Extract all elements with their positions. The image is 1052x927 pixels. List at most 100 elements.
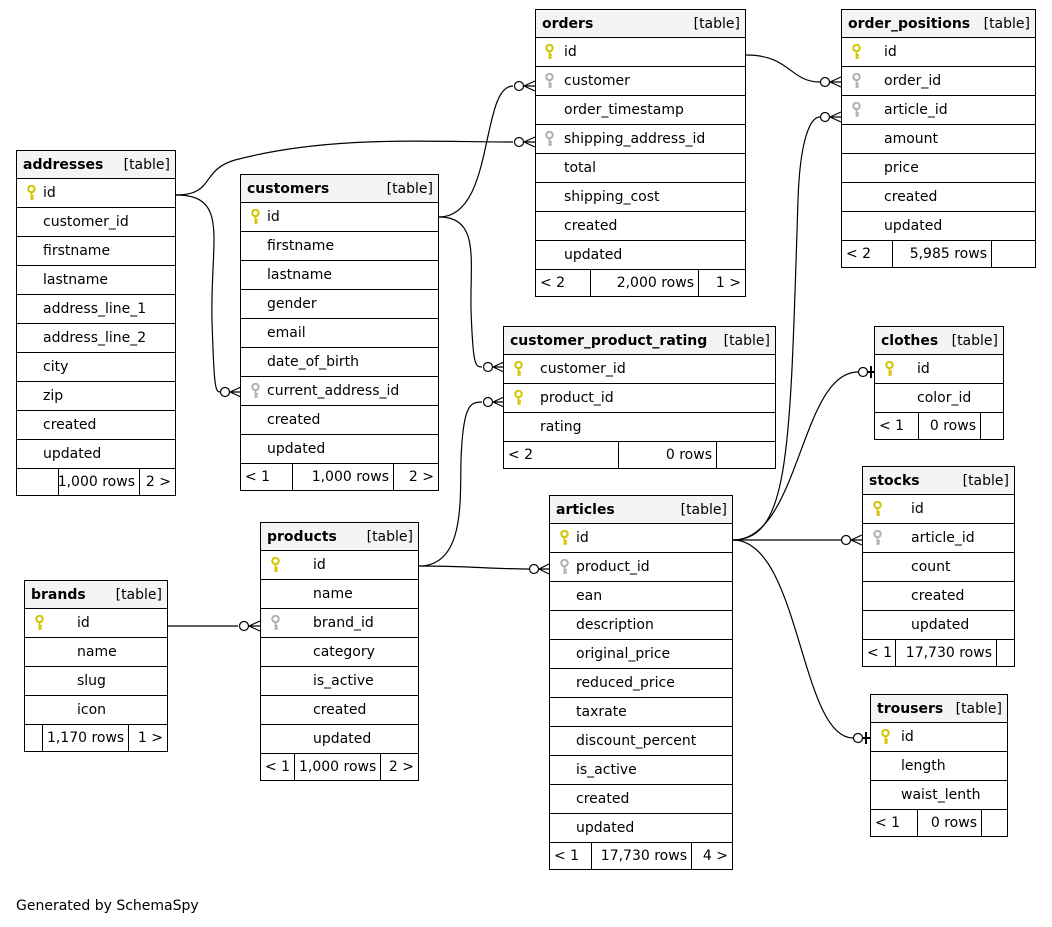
parents-link[interactable]: [25, 725, 43, 751]
column-row[interactable]: updated: [550, 814, 732, 843]
parents-link[interactable]: < 2: [536, 270, 591, 296]
column-row[interactable]: created: [261, 696, 418, 725]
column-row[interactable]: category: [261, 638, 418, 667]
column-row[interactable]: id: [875, 355, 1003, 384]
column-row[interactable]: taxrate: [550, 698, 732, 727]
column-row[interactable]: customer_id: [17, 208, 175, 237]
column-row[interactable]: city: [17, 353, 175, 382]
column-row[interactable]: amount: [842, 125, 1035, 154]
column-row[interactable]: customer_id: [504, 355, 775, 384]
column-row[interactable]: article_id: [842, 96, 1035, 125]
column-row[interactable]: waist_lenth: [871, 781, 1007, 810]
children-link[interactable]: 2 >: [408, 469, 434, 485]
column-row[interactable]: order_timestamp: [536, 96, 745, 125]
column-row[interactable]: zip: [17, 382, 175, 411]
column-row[interactable]: id: [241, 203, 438, 232]
parents-link[interactable]: < 2: [504, 442, 619, 468]
column-row[interactable]: created: [550, 785, 732, 814]
column-row[interactable]: discount_percent: [550, 727, 732, 756]
children-link[interactable]: [981, 413, 1003, 439]
children-link[interactable]: 1 >: [137, 730, 163, 746]
column-row[interactable]: created: [17, 411, 175, 440]
column-row[interactable]: id: [261, 551, 418, 580]
column-row[interactable]: customer: [536, 67, 745, 96]
column-row[interactable]: article_id: [863, 524, 1014, 553]
parents-link[interactable]: < 1: [550, 843, 592, 869]
column-row[interactable]: created: [241, 406, 438, 435]
column-row[interactable]: product_id: [550, 553, 732, 582]
children-link[interactable]: 1 >: [715, 275, 741, 291]
column-row[interactable]: count: [863, 553, 1014, 582]
parents-link[interactable]: < 1: [261, 754, 295, 780]
column-row[interactable]: id: [842, 38, 1035, 67]
column-row[interactable]: icon: [25, 696, 167, 725]
column-row[interactable]: firstname: [17, 237, 175, 266]
column-row[interactable]: is_active: [261, 667, 418, 696]
children-link[interactable]: [982, 810, 1007, 836]
children-link[interactable]: 4 >: [702, 848, 728, 864]
column-row[interactable]: price: [842, 154, 1035, 183]
column-row[interactable]: firstname: [241, 232, 438, 261]
column-row[interactable]: shipping_address_id: [536, 125, 745, 154]
column-row[interactable]: order_id: [842, 67, 1035, 96]
parents-link[interactable]: < 1: [871, 810, 918, 836]
column-row[interactable]: color_id: [875, 384, 1003, 413]
parents-link[interactable]: < 1: [875, 413, 919, 439]
column-row[interactable]: updated: [863, 611, 1014, 640]
parents-link[interactable]: < 2: [842, 241, 893, 267]
column-row[interactable]: id: [863, 495, 1014, 524]
column-row[interactable]: description: [550, 611, 732, 640]
column-row[interactable]: created: [863, 582, 1014, 611]
column-row[interactable]: length: [871, 752, 1007, 781]
children-link[interactable]: 2 >: [145, 474, 171, 490]
column-row[interactable]: updated: [241, 435, 438, 464]
children-link[interactable]: [717, 442, 775, 468]
column-row[interactable]: id: [17, 179, 175, 208]
column-row[interactable]: created: [842, 183, 1035, 212]
column-row[interactable]: original_price: [550, 640, 732, 669]
parents-link[interactable]: < 1: [241, 464, 293, 490]
column-row[interactable]: lastname: [17, 266, 175, 295]
column-row[interactable]: is_active: [550, 756, 732, 785]
column-row[interactable]: id: [25, 609, 167, 638]
column-row[interactable]: product_id: [504, 384, 775, 413]
column-row[interactable]: id: [871, 723, 1007, 752]
column-row[interactable]: updated: [261, 725, 418, 754]
column-row[interactable]: ean: [550, 582, 732, 611]
column-row[interactable]: gender: [241, 290, 438, 319]
column-row[interactable]: rating: [504, 413, 775, 442]
column-row[interactable]: created: [536, 212, 745, 241]
column-row[interactable]: date_of_birth: [241, 348, 438, 377]
column-row[interactable]: lastname: [241, 261, 438, 290]
parents-link[interactable]: < 1: [863, 640, 896, 666]
column-row[interactable]: reduced_price: [550, 669, 732, 698]
column-row[interactable]: address_line_1: [17, 295, 175, 324]
column-row[interactable]: id: [536, 38, 745, 67]
column-row[interactable]: name: [261, 580, 418, 609]
table-customer-product-rating[interactable]: customer_product_rating[table]customer_i…: [503, 326, 776, 469]
column-row[interactable]: email: [241, 319, 438, 348]
column-row[interactable]: current_address_id: [241, 377, 438, 406]
column-row[interactable]: shipping_cost: [536, 183, 745, 212]
parents-link[interactable]: [17, 469, 59, 495]
column-row[interactable]: updated: [536, 241, 745, 270]
children-link[interactable]: 2 >: [388, 759, 414, 775]
column-row[interactable]: address_line_2: [17, 324, 175, 353]
column-row[interactable]: brand_id: [261, 609, 418, 638]
children-link[interactable]: [992, 241, 1035, 267]
children-link[interactable]: [997, 640, 1014, 666]
column-row[interactable]: slug: [25, 667, 167, 696]
column-row[interactable]: total: [536, 154, 745, 183]
column-row[interactable]: updated: [842, 212, 1035, 241]
column-row[interactable]: id: [550, 524, 732, 553]
